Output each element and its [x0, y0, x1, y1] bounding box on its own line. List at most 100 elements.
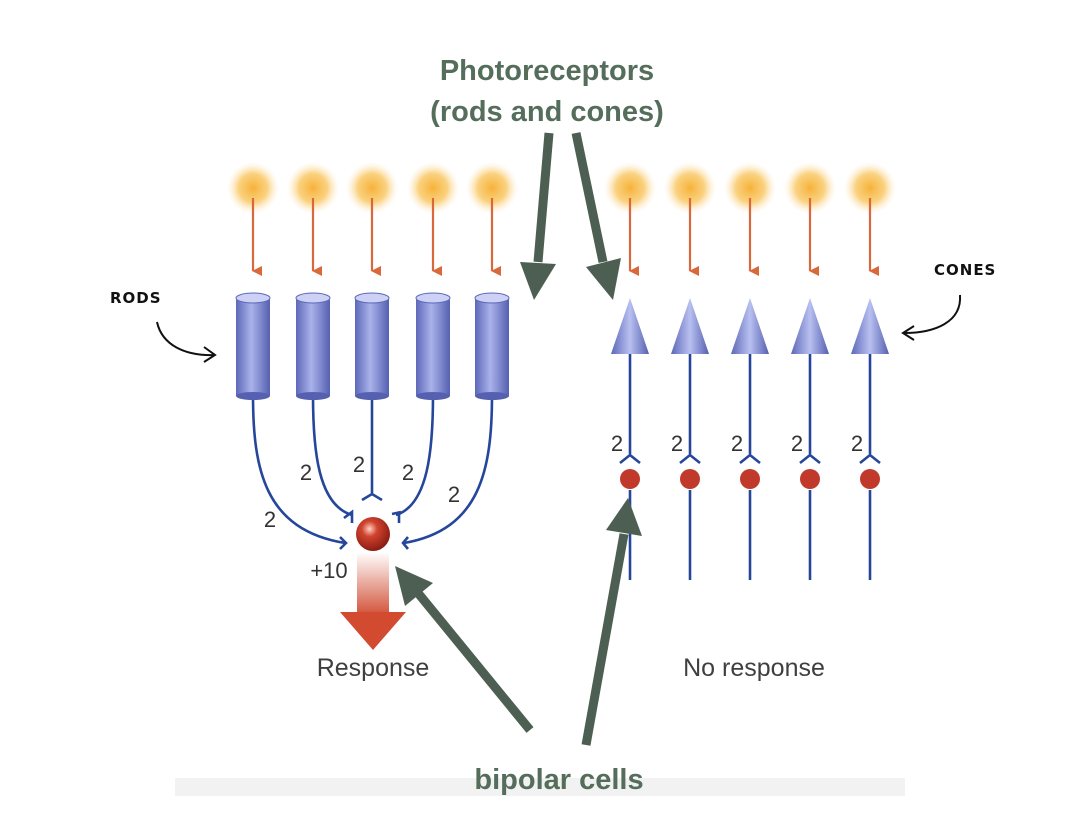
cones-annotation-arrowhead — [901, 325, 915, 341]
bipolar-pointer-arrows — [395, 498, 642, 746]
light-glow — [784, 162, 836, 214]
rod-body — [236, 298, 270, 396]
response-arrow-shaft — [357, 552, 389, 618]
cone-bipolar-cell — [620, 469, 640, 489]
cone-synapse — [619, 453, 641, 465]
rod-body — [355, 298, 389, 396]
cone — [611, 298, 649, 354]
rod-signal-value: 2 — [353, 452, 365, 477]
synapse — [339, 536, 348, 550]
cone-signal-value: 2 — [731, 431, 743, 456]
synapse — [401, 536, 409, 550]
cone-bipolar-cell — [860, 469, 880, 489]
rod-bottom — [296, 392, 330, 400]
rod-top — [474, 292, 510, 304]
rod-body — [296, 298, 330, 396]
rod-top — [235, 292, 271, 304]
cones-annotation: CONES — [934, 261, 996, 279]
rods — [235, 292, 510, 400]
rod-wire — [311, 394, 353, 517]
rod — [474, 292, 510, 400]
footer-band — [175, 778, 905, 796]
light-glow — [407, 162, 459, 214]
rod-signal-value: 2 — [300, 460, 312, 485]
title-line-2: (rods and cones) — [430, 96, 664, 128]
rod-top — [295, 292, 331, 304]
light-glow — [844, 162, 896, 214]
cone-synapse — [739, 453, 761, 465]
rod-bottom — [355, 392, 389, 400]
light-glow — [664, 162, 716, 214]
rod — [415, 292, 451, 400]
rod — [354, 292, 390, 400]
cone-signal-value: 2 — [851, 431, 863, 456]
cone-unit — [851, 298, 889, 580]
cone-unit — [671, 298, 709, 580]
pointer-arrow-shaft — [414, 590, 534, 733]
light-glow — [724, 162, 776, 214]
light-glow — [346, 162, 398, 214]
synapse — [391, 510, 402, 523]
rods-annotation: RODS — [110, 289, 162, 307]
cone-synapse — [859, 453, 881, 465]
light-glow — [604, 162, 656, 214]
cone-unit — [731, 298, 769, 580]
rod-signal-value: 2 — [402, 460, 414, 485]
rod-wire — [403, 394, 494, 545]
rod-body — [475, 298, 509, 396]
cone — [851, 298, 889, 354]
cone — [731, 298, 769, 354]
synapse — [343, 509, 354, 523]
pointer-arrow-shaft — [581, 533, 629, 746]
rods-annotation-arrow — [156, 321, 215, 357]
rod-top — [415, 292, 451, 304]
pointer-arrow-shaft — [533, 132, 554, 263]
rod-signal-value: 2 — [448, 482, 460, 507]
title-line-1: Photoreceptors — [440, 55, 654, 87]
response-label: Response — [317, 654, 430, 682]
cone-bipolar-cell — [680, 469, 700, 489]
cone-synapse — [799, 453, 821, 465]
pointer-arrow-shaft — [571, 132, 608, 263]
rod — [235, 292, 271, 400]
cone-synapse — [679, 453, 701, 465]
pointer-arrow-head — [395, 566, 433, 606]
rod-bottom — [236, 392, 270, 400]
cones-annotation-arrow — [903, 294, 962, 334]
title-pointer-arrows — [520, 132, 621, 300]
rods-annotation-arrowhead — [203, 346, 217, 363]
cones — [611, 298, 889, 580]
pointer-arrow-head — [586, 258, 621, 300]
no-response-label: No response — [683, 654, 825, 682]
cone-signal-value: 2 — [611, 431, 623, 456]
light-glow — [287, 162, 339, 214]
response-arrow-head — [340, 612, 406, 650]
pointer-arrow-head — [606, 498, 642, 536]
rod-bipolar-cell — [356, 517, 390, 551]
rod-body — [416, 298, 450, 396]
rod-response-arrow — [340, 552, 406, 650]
cone — [671, 298, 709, 354]
bipolar-cells-label: bipolar cells — [474, 764, 643, 796]
rod-wire — [395, 394, 435, 517]
rod-signal-value: 2 — [264, 507, 276, 532]
cone — [791, 298, 829, 354]
cone-signal-value: 2 — [671, 431, 683, 456]
rod-output-value: +10 — [310, 558, 347, 583]
rod-top — [354, 292, 390, 304]
rod-bottom — [416, 392, 450, 400]
pointer-arrow-head — [520, 262, 556, 300]
cone-unit — [791, 298, 829, 580]
light-glow — [227, 162, 279, 214]
rod — [295, 292, 331, 400]
cone-bipolar-cell — [800, 469, 820, 489]
synapse — [361, 492, 383, 502]
rod-wire — [251, 394, 346, 545]
cone-signal-value: 2 — [791, 431, 803, 456]
cone-bipolar-cell — [740, 469, 760, 489]
light-sources — [227, 162, 896, 214]
light-arrows — [251, 198, 879, 276]
rod-wires — [251, 394, 494, 550]
